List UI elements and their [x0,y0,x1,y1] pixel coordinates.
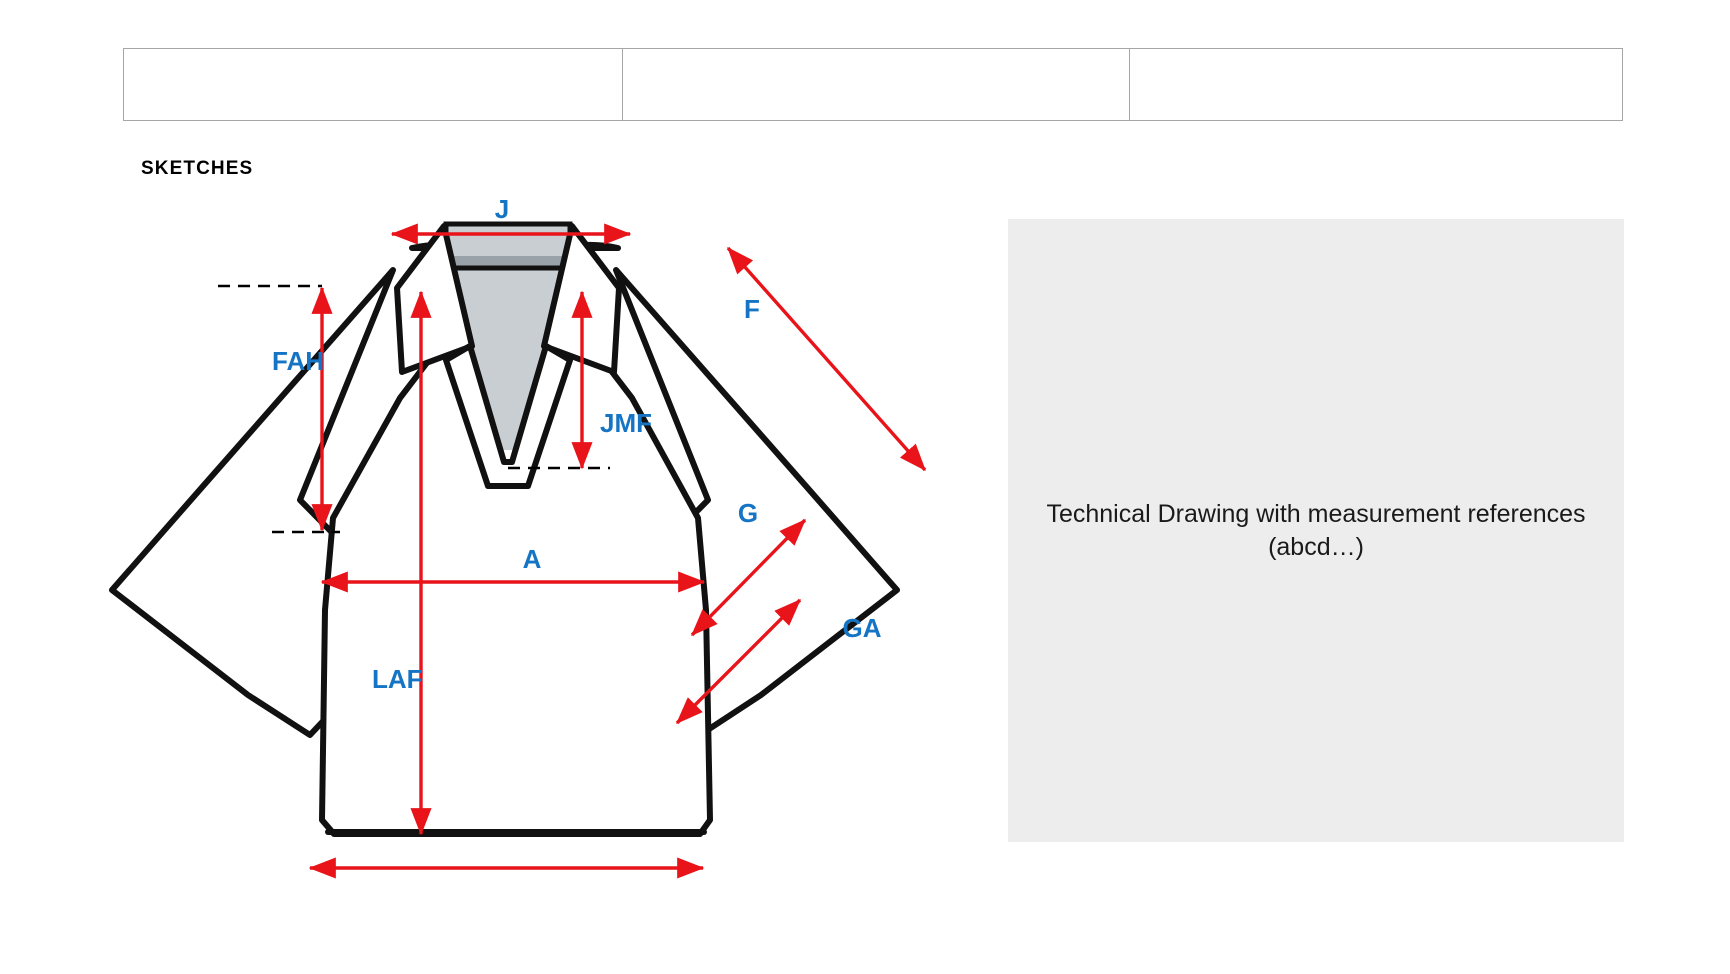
header-table-cell-1[interactable] [124,49,624,120]
technical-drawing-placeholder[interactable]: Technical Drawing with measurement refer… [1008,219,1624,842]
label-A: A [523,544,542,574]
label-GA: GA [843,613,882,643]
label-LAF: LAF [372,664,423,694]
placeholder-caption: Technical Drawing with measurement refer… [1046,499,1586,561]
dim-arrow-F [726,246,927,472]
dim-arrow-GA [675,598,802,725]
garment-flat-drawing: J F FAH JMF G A GA LAF [109,200,927,879]
dimension-arrows [308,223,927,879]
technical-sketch: J F FAH JMF G A GA LAF [100,200,980,900]
page-title: SKETCHES [141,158,254,179]
header-table-cell-2[interactable] [623,49,1130,120]
label-J: J [495,200,509,224]
placket-band [446,256,570,268]
label-JMF: JMF [600,408,652,438]
measurement-labels: J F FAH JMF G A GA LAF [272,200,882,694]
header-table-cell-3[interactable] [1130,49,1622,120]
label-FAH: FAH [272,346,324,376]
header-table [123,48,1623,121]
label-F: F [744,294,760,324]
guide-lines [218,284,610,534]
label-G: G [738,498,758,528]
v-neck-facing [443,343,573,489]
